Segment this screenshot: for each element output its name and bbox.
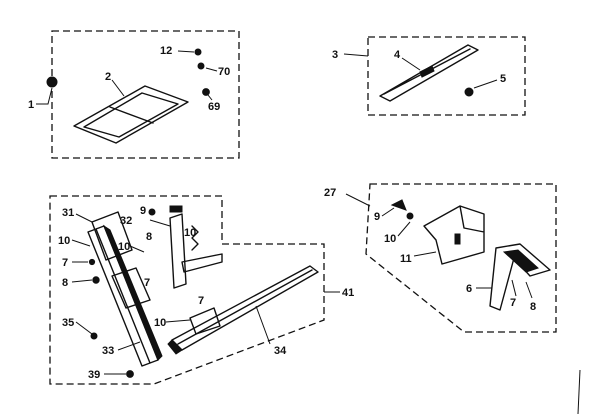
leader-10e bbox=[165, 319, 191, 323]
leader-12 bbox=[177, 50, 195, 53]
part-10-washer bbox=[406, 212, 414, 220]
leader-34 bbox=[255, 305, 271, 345]
margin-mark bbox=[577, 369, 581, 415]
group-box-41: 31 10 32 9 10 10 8 7 7 8 35 33 39 10 7 3… bbox=[49, 195, 354, 385]
leader-2 bbox=[111, 79, 125, 97]
leader-9a bbox=[381, 207, 395, 217]
part-7b-washer bbox=[88, 258, 96, 266]
leader-5 bbox=[473, 79, 498, 89]
label-10b: 10 bbox=[58, 235, 70, 247]
label-6: 6 bbox=[466, 283, 472, 295]
label-2: 2 bbox=[105, 71, 111, 83]
label-10d: 10 bbox=[184, 227, 196, 239]
label-9a: 9 bbox=[374, 211, 380, 223]
group-box-1: 1 2 12 70 69 bbox=[28, 30, 240, 159]
leader-8b bbox=[71, 279, 93, 283]
label-31: 31 bbox=[62, 207, 74, 219]
leader-7a bbox=[511, 279, 517, 297]
part-9-screw bbox=[390, 199, 407, 211]
part-8b-knob bbox=[92, 276, 100, 284]
leader-8a bbox=[525, 281, 533, 299]
label-5: 5 bbox=[500, 73, 506, 85]
label-39: 39 bbox=[88, 369, 100, 381]
leader-33 bbox=[117, 341, 141, 351]
label-4: 4 bbox=[394, 49, 401, 61]
leader-10b bbox=[71, 239, 91, 247]
leader-35 bbox=[75, 321, 93, 335]
part-69-nut bbox=[202, 88, 210, 96]
label-10a: 10 bbox=[384, 233, 396, 245]
part-31-clamp bbox=[91, 211, 133, 261]
part-32-cap bbox=[169, 205, 183, 213]
label-41: 41 bbox=[342, 287, 354, 299]
label-7d: 7 bbox=[198, 295, 204, 307]
part-lock-block bbox=[189, 307, 221, 335]
part-34-fence-end bbox=[167, 339, 183, 355]
part-10-spring bbox=[191, 225, 199, 251]
label-27: 27 bbox=[324, 187, 336, 199]
leader-3 bbox=[343, 53, 369, 57]
part-70-washer bbox=[197, 62, 205, 70]
leader-31 bbox=[75, 213, 93, 223]
part-33-plate bbox=[111, 267, 151, 309]
part-11-slot bbox=[454, 233, 461, 245]
part-connector-bar bbox=[181, 253, 223, 273]
label-8b-top: 8 bbox=[146, 231, 152, 243]
label-8c: 8 bbox=[62, 277, 68, 289]
part-39-knob bbox=[126, 370, 134, 378]
part-9b-screw bbox=[148, 208, 156, 216]
leader-70 bbox=[205, 67, 218, 72]
part-4-clip bbox=[419, 65, 435, 78]
label-7b: 7 bbox=[62, 257, 68, 269]
label-12: 12 bbox=[160, 45, 172, 57]
part-33-rail-shade bbox=[102, 224, 163, 361]
part-2-plate bbox=[73, 85, 189, 144]
label-9b: 9 bbox=[140, 205, 146, 217]
label-10e: 10 bbox=[154, 317, 166, 329]
part-5-knob bbox=[464, 87, 474, 97]
leader-10c bbox=[129, 245, 145, 253]
leader-69 bbox=[207, 94, 213, 101]
dashed-frame-27 bbox=[365, 183, 557, 333]
part-12-screw bbox=[194, 48, 202, 56]
label-1: 1 bbox=[28, 99, 34, 111]
label-34: 34 bbox=[274, 345, 287, 357]
label-10c: 10 bbox=[118, 241, 130, 253]
label-7c: 7 bbox=[144, 277, 150, 289]
label-33: 33 bbox=[102, 345, 114, 357]
leader-4 bbox=[401, 57, 421, 71]
dashed-frame-41 bbox=[49, 195, 325, 385]
part-34-fence bbox=[171, 265, 319, 351]
leader-27 bbox=[345, 193, 371, 207]
label-69: 69 bbox=[208, 101, 220, 113]
leader-11 bbox=[413, 251, 437, 257]
part-11-bracket bbox=[423, 205, 485, 265]
part-2-plate-inner bbox=[83, 92, 179, 138]
leader-32 bbox=[149, 219, 171, 227]
label-32: 32 bbox=[120, 215, 132, 227]
group-box-3: 3 4 5 bbox=[332, 36, 526, 116]
leader-1 bbox=[36, 87, 53, 105]
part-1-knob bbox=[46, 76, 58, 88]
label-70: 70 bbox=[218, 66, 230, 78]
part-32-arm bbox=[169, 213, 187, 289]
part-35-screw bbox=[90, 332, 98, 340]
dashed-frame-1 bbox=[51, 30, 240, 159]
label-8a: 8 bbox=[530, 301, 536, 313]
label-7a: 7 bbox=[510, 297, 516, 309]
label-35: 35 bbox=[62, 317, 74, 329]
label-11: 11 bbox=[400, 253, 412, 265]
label-3: 3 bbox=[332, 49, 338, 61]
leader-10a bbox=[397, 221, 411, 237]
group-box-27: 27 9 10 11 6 7 8 bbox=[324, 183, 557, 333]
part-6-angle-face bbox=[502, 249, 539, 273]
dashed-frame-3 bbox=[367, 36, 526, 116]
